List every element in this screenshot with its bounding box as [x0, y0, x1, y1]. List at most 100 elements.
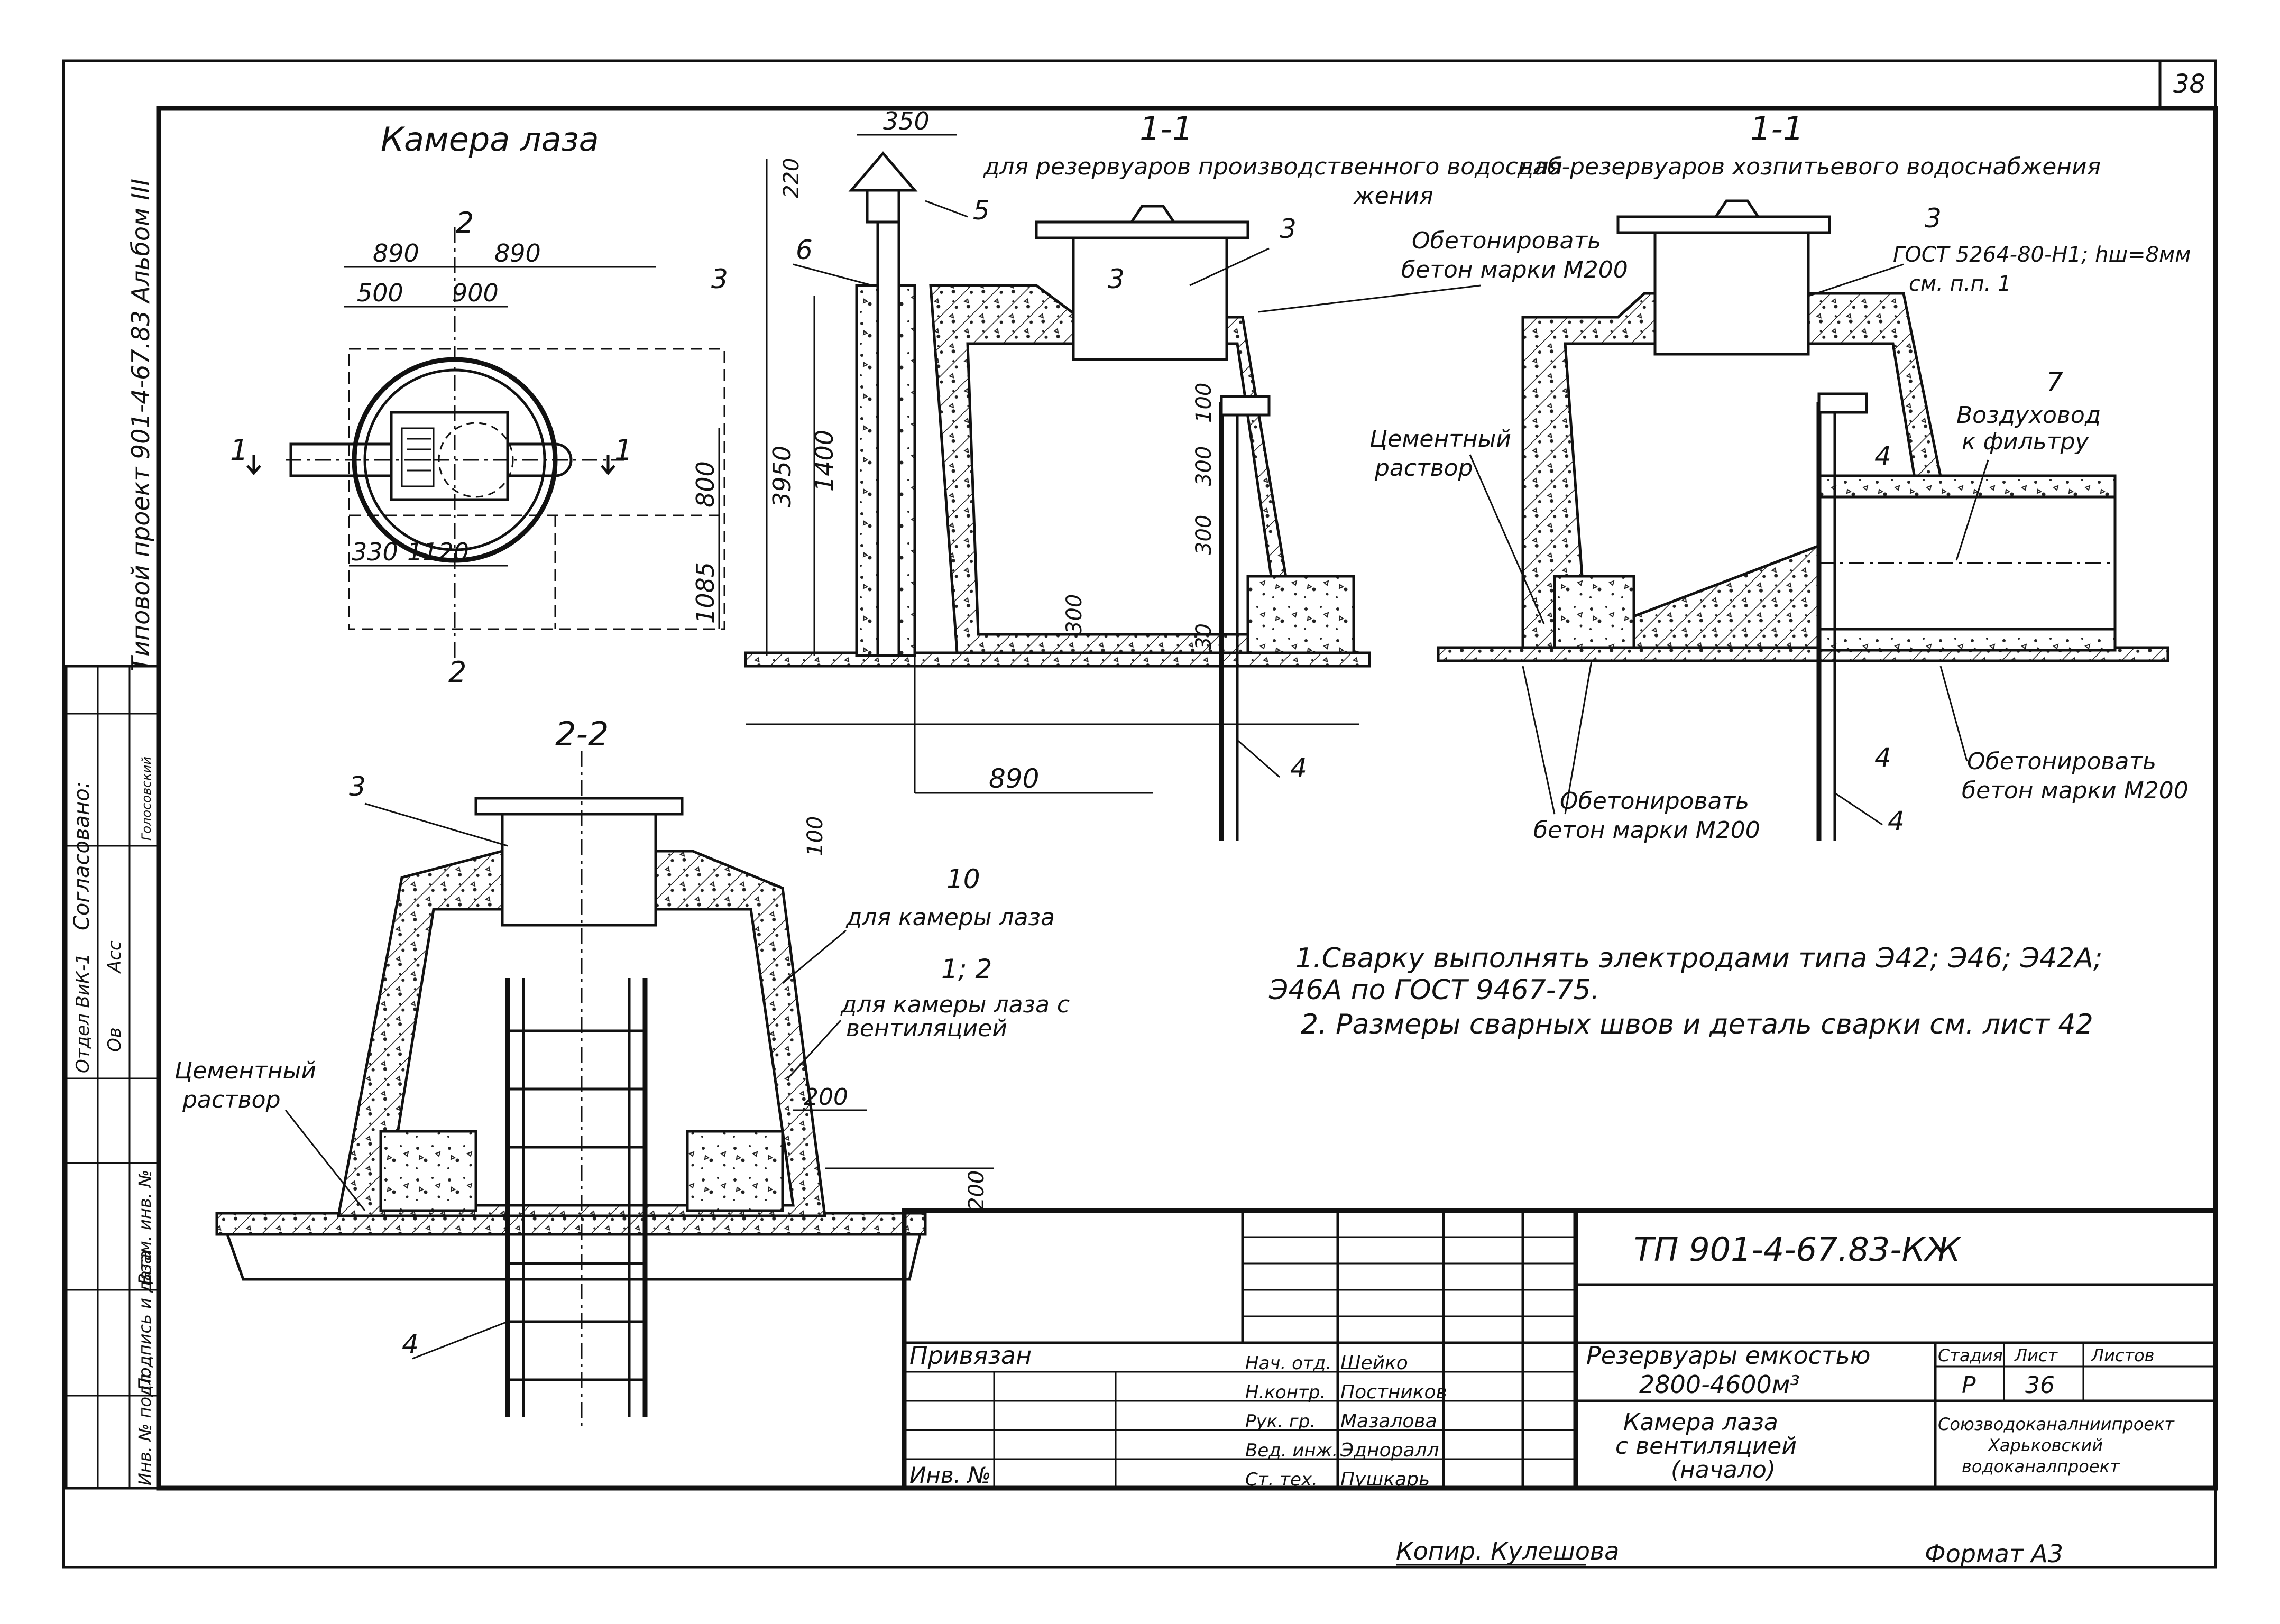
- cement-right-a: Цементный: [1369, 426, 1511, 453]
- concrete-note-2a: Обетонировать: [1967, 748, 2156, 775]
- section-1-right-label: 1-1: [1750, 109, 1804, 148]
- page-number: 38: [2173, 69, 2205, 99]
- plan-cut-2-top: 2: [456, 206, 474, 239]
- name-2: Постников: [1340, 1381, 1447, 1403]
- cement-right-b: раствор: [1374, 455, 1473, 482]
- callout-4-section2: 4: [402, 1329, 419, 1360]
- name-5: Пушкарь: [1340, 1469, 1430, 1490]
- sign-date-label: Подпись и дата: [135, 1250, 155, 1390]
- dept-label: Отдел ВиК-1: [72, 953, 94, 1073]
- dim-220: 220: [779, 158, 804, 198]
- callout-7: 7: [2046, 367, 2063, 398]
- name-1: Шейко: [1340, 1352, 1408, 1374]
- callout-10: 10: [946, 864, 980, 894]
- role-4: Вед. инж.: [1245, 1440, 1338, 1461]
- dim-100-section2: 100: [803, 816, 828, 856]
- org-3: водоканалпроект: [1962, 1456, 2120, 1477]
- gost-note-a: ГОСТ 5264-80-Н1; hш=8мм: [1893, 243, 2191, 267]
- stage-value: Р: [1962, 1372, 1976, 1399]
- cement-left-b: раствор: [182, 1086, 281, 1113]
- dim-350: 350: [883, 107, 930, 135]
- plan-view: Камера лаза 890 890 500 900 800 1085 330…: [230, 120, 725, 689]
- page-number-box: [2158, 59, 2217, 110]
- sheet-value: 36: [2025, 1372, 2055, 1399]
- sheet-title-1: Камера лаза: [1623, 1409, 1778, 1436]
- dim-300b: 300: [1192, 515, 1216, 555]
- signer-label: Голосовский: [139, 756, 154, 841]
- dim-890: 890: [989, 763, 1039, 794]
- callout-3-left: 3: [1280, 214, 1297, 244]
- concrete-note-3a: Обетонировать: [1560, 788, 1749, 815]
- org-2: Харьковский: [1987, 1435, 2103, 1455]
- section-1-right-caption: для резервуаров хозпитьевого водоснабжен…: [1517, 153, 2101, 180]
- note-line-2: Э46А по ГОСТ 9467-75.: [1268, 974, 1599, 1006]
- plan-dim-890b: 890: [494, 239, 541, 267]
- tied-label: Привязан: [909, 1341, 1032, 1370]
- concrete-note-1a: Обетонировать: [1412, 227, 1601, 254]
- sheet-title-2: с вентиляцией: [1615, 1433, 1797, 1460]
- for-manhole-vent-b: вентиляцией: [846, 1015, 1007, 1042]
- sheet-header: Лист: [2014, 1345, 2058, 1365]
- note-line-3: 2. Размеры сварных швов и деталь сварки …: [1301, 1009, 2093, 1040]
- callout-6: 6: [796, 235, 813, 265]
- project-line-1: Резервуары емкостью: [1586, 1341, 1871, 1370]
- sheets-header: Листов: [2091, 1345, 2155, 1365]
- role-1: Нач. отд.: [1245, 1353, 1331, 1374]
- ov-label: Ов: [104, 1027, 125, 1052]
- name-3: Мазалова: [1340, 1410, 1437, 1432]
- plan-dim-890a: 890: [373, 239, 419, 267]
- callout-3-section2: 3: [349, 771, 366, 802]
- callout-1-2: 1; 2: [941, 954, 992, 984]
- plan-cut-1-right: 1: [614, 433, 632, 467]
- gost-note-b: см. п.п. 1: [1909, 272, 2011, 296]
- agreed-label: Согласовано:: [70, 781, 94, 930]
- role-3: Рук. гр.: [1245, 1411, 1316, 1432]
- plan-dim-800: 800: [691, 461, 720, 508]
- footer-copier: Копир. Кулешова: [1396, 1537, 1619, 1565]
- plan-cut-2-bottom: 2: [448, 656, 466, 689]
- section-3-marker: 3: [711, 264, 728, 294]
- plan-dim-1120: 1120: [407, 538, 469, 566]
- plan-cut-1-left: 1: [230, 433, 248, 467]
- concrete-note-1b: бетон марки М200: [1401, 256, 1628, 283]
- dim-30: 30: [1192, 623, 1216, 650]
- callout-4-left: 4: [1290, 753, 1307, 783]
- doc-code: ТП 901-4-67.83-КЖ: [1634, 1230, 1962, 1269]
- callout-4-right: 4: [1888, 806, 1905, 836]
- name-4: Эдноралл: [1340, 1440, 1439, 1461]
- plan-dim-500: 500: [357, 279, 403, 307]
- section-4-marker: 4: [1874, 441, 1891, 472]
- section-2-label: 2-2: [555, 715, 609, 753]
- concrete-note-3b: бетон марки М200: [1533, 817, 1760, 844]
- title-block: ТП 901-4-67.83-КЖ Привязан Инв. № Нач. о…: [902, 1208, 2218, 1491]
- plan-title: Камера лаза: [381, 120, 599, 159]
- note-line-1: 1.Сварку выполнять электродами типа Э42;…: [1295, 943, 2102, 974]
- footer-format: Формат А3: [1925, 1539, 2063, 1568]
- dim-100: 100: [1192, 383, 1216, 423]
- callout-5: 5: [973, 195, 990, 226]
- plan-dim-1085: 1085: [691, 562, 720, 624]
- dim-300a: 300: [1192, 446, 1216, 486]
- stage-header: Стадия: [1938, 1345, 2003, 1365]
- side-caption: Типовой проект 901-4-67.83 Альбом III: [126, 179, 155, 671]
- dim-200-b: 200: [964, 1170, 989, 1211]
- for-manhole-vent-a: для камеры лаза с: [840, 991, 1070, 1018]
- role-2: Н.контр.: [1245, 1382, 1326, 1403]
- callout-3-right: 3: [1925, 203, 1942, 234]
- section-4-marker-b: 4: [1874, 742, 1891, 773]
- org-1: Союзводоканалниипроект: [1938, 1414, 2175, 1434]
- cement-left-a: Цементный: [174, 1057, 316, 1084]
- dim-1400: 1400: [810, 430, 839, 492]
- air-duct-a: Воздуховод: [1956, 402, 2101, 429]
- section-1-left-label: 1-1: [1139, 109, 1193, 148]
- section-2-2: 2-2 3 4 10 для камеры лаза 1; 2 для каме…: [174, 715, 1070, 1427]
- approval-strip: Согласовано: Отдел ВиК-1 Асс Ов Голосовс…: [65, 665, 160, 1490]
- section-1-1-right: 1-1 для резервуаров хозпитьевого водосна…: [1437, 109, 2169, 841]
- inv-label: Инв. №: [909, 1462, 991, 1488]
- plan-dim-900: 900: [452, 279, 499, 307]
- section-1-left-caption: для резервуаров производственного водосн…: [983, 153, 1570, 180]
- section-1-left-caption2: жения: [1353, 182, 1433, 209]
- dim-300c: 300: [1062, 594, 1087, 634]
- dim-3950: 3950: [768, 446, 796, 508]
- air-duct-b: к фильтру: [1962, 428, 2089, 455]
